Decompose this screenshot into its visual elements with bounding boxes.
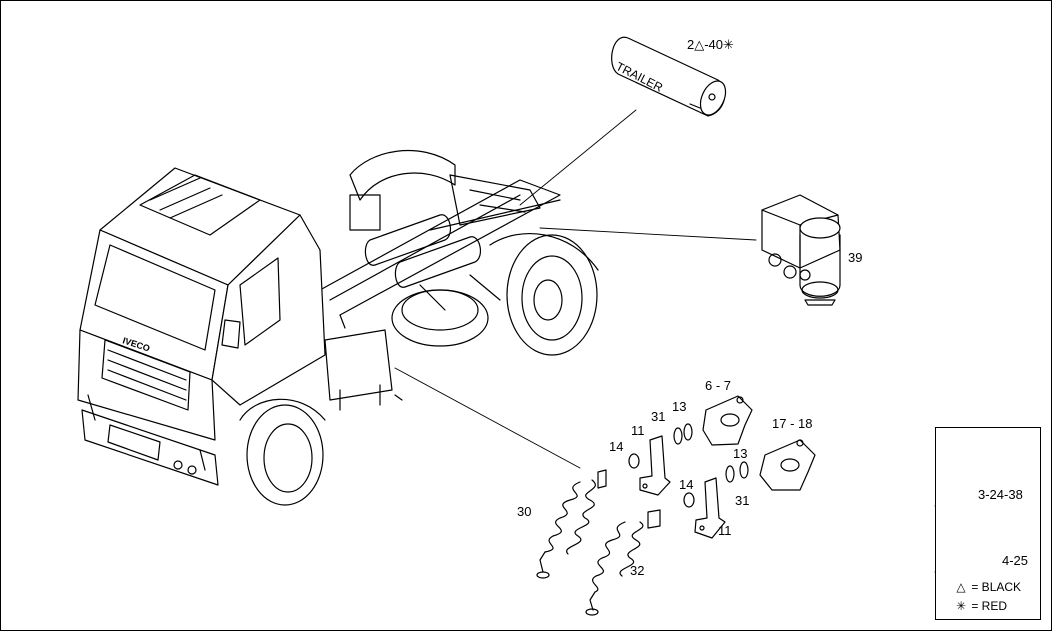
callout-32: 32 <box>630 563 645 578</box>
callout-6-7: 6 - 7 <box>705 378 732 393</box>
chassis-frame <box>319 149 599 356</box>
callout-11-top: 11 <box>631 423 645 438</box>
spiral-hose-32 <box>585 509 661 616</box>
callout-13-mid: 13 <box>733 446 748 461</box>
callout-14-mid: 14 <box>679 477 694 492</box>
coupling-head-17-18 <box>759 439 816 491</box>
callout-31-top: 31 <box>651 409 666 424</box>
legend-red-label: = RED <box>971 599 1008 613</box>
callout-39: 39 <box>848 250 863 265</box>
inset-part-b-label: 4-25 <box>1002 553 1029 568</box>
callout-tank: 2△-40✳ <box>687 37 734 52</box>
bracket-top <box>639 435 671 496</box>
legend-black: △ = BLACK <box>954 580 1021 594</box>
callout-13-top: 13 <box>672 399 687 414</box>
asterisk-icon: ✳ <box>955 599 967 613</box>
callout-31-mid: 31 <box>735 493 750 508</box>
trailer-air-tank <box>611 36 727 117</box>
triangle-icon: △ <box>956 580 966 594</box>
callout-30: 30 <box>517 504 532 519</box>
valve-assembly <box>761 194 841 306</box>
legend-black-label: = BLACK <box>971 580 1022 594</box>
leader-lines <box>394 109 757 469</box>
coupling-head-6-7 <box>702 395 753 446</box>
spiral-hose-30 <box>536 469 607 579</box>
legend-inset: 3-24-38 4-25 △ = BLACK ✳ = RED <box>935 427 1041 620</box>
callout-17-18: 17 - 18 <box>772 416 813 431</box>
bracket-mid <box>694 477 726 539</box>
truck-cab <box>77 167 403 506</box>
legend-red: ✳ = RED <box>954 599 1007 613</box>
callout-11-mid: 11 <box>718 523 732 538</box>
seal-rings <box>628 423 749 508</box>
callout-14-top: 14 <box>609 439 624 454</box>
inset-part-a-label: 3-24-38 <box>978 487 1023 502</box>
